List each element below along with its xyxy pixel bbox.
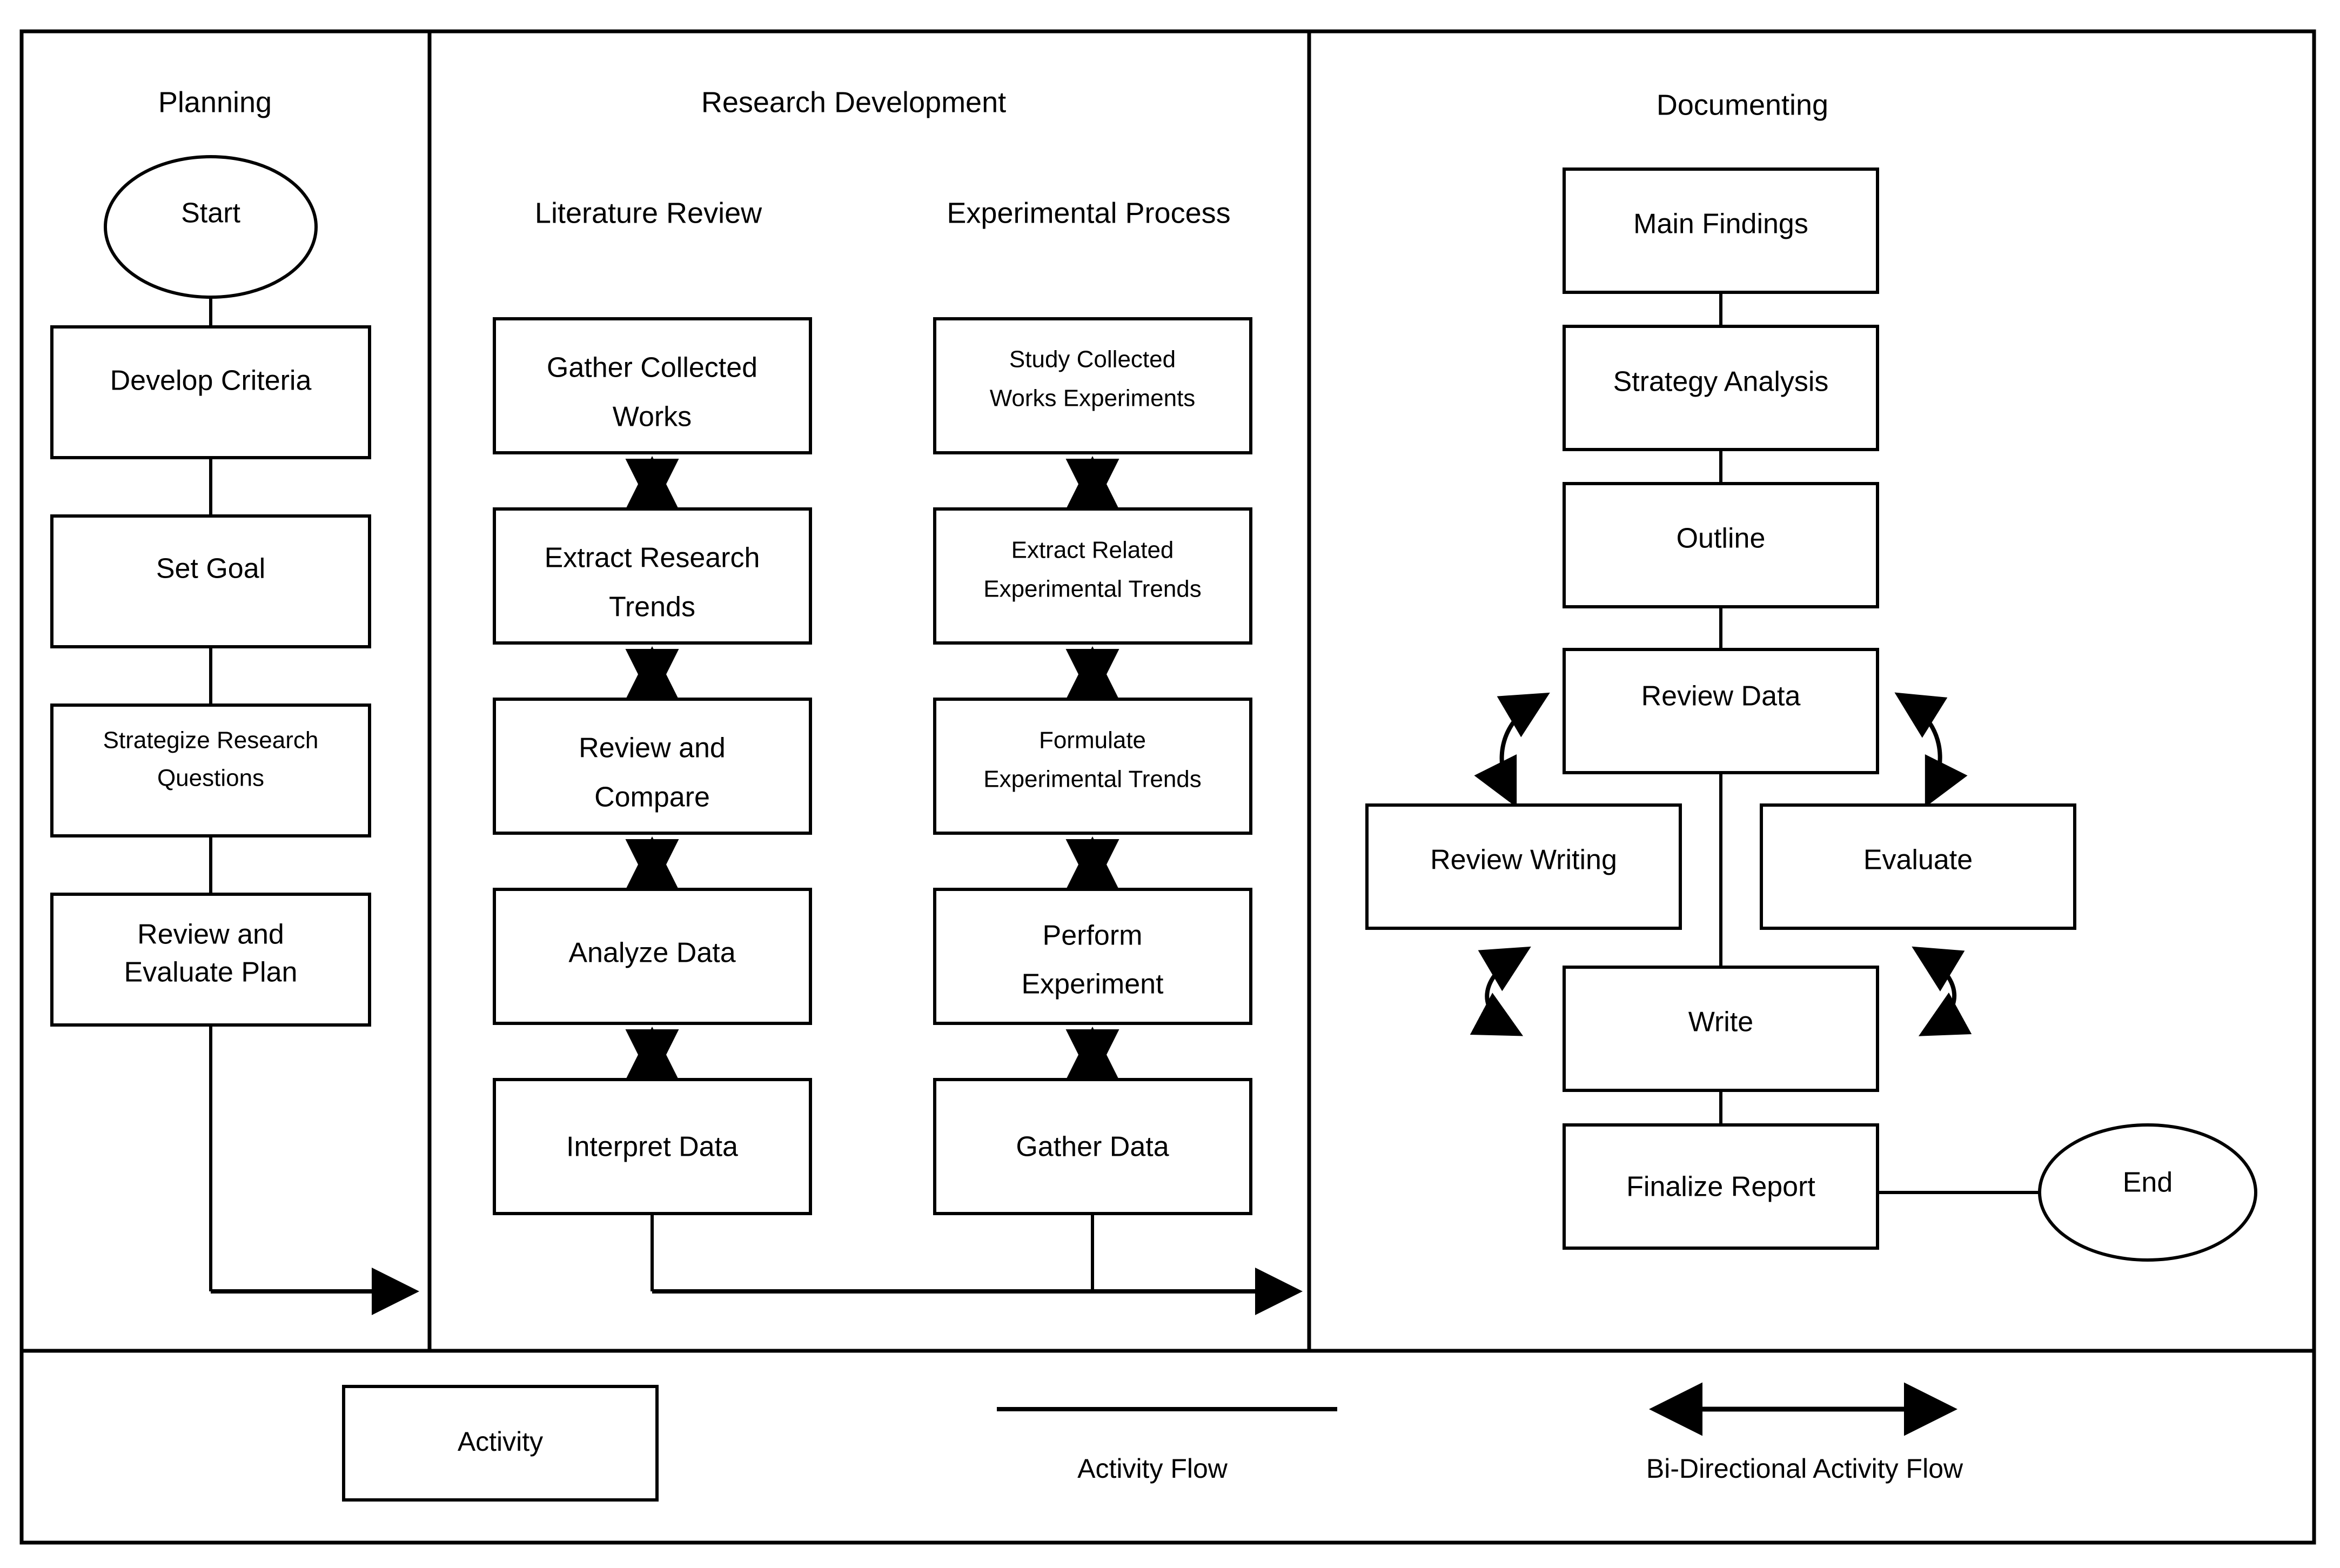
legend-activity-symbol	[342, 1385, 659, 1502]
lane-title-research-development: Research Development	[701, 86, 1006, 118]
node-perform-experiment-label-line1: Perform	[1043, 920, 1143, 951]
node-review-and-compare[interactable]	[493, 698, 812, 835]
node-analyze-data[interactable]	[493, 888, 812, 1025]
node-extract-research-trends-label-line1: Extract Research	[545, 542, 760, 574]
legend-activity-label: Activity	[458, 1426, 543, 1457]
bidir-review-data-review-writing	[1474, 692, 1550, 808]
subcolumn-title-literature-review: Literature Review	[535, 197, 762, 229]
node-gather-collected-works[interactable]	[493, 317, 812, 454]
node-main-findings[interactable]	[1563, 167, 1879, 294]
node-develop-criteria-label: Develop Criteria	[110, 365, 312, 397]
node-perform-experiment-label-line2: Experiment	[1022, 969, 1164, 1000]
node-study-collected-works-experiments[interactable]	[933, 317, 1252, 454]
node-interpret-data[interactable]	[493, 1078, 812, 1215]
node-write[interactable]	[1563, 966, 1879, 1092]
node-extract-related-experimental-trends-label-line2: Experimental Trends	[983, 576, 1202, 602]
node-gather-collected-works-label-line1: Gather Collected	[547, 352, 757, 384]
node-main-findings-label: Main Findings	[1633, 209, 1808, 240]
bidir-review-writing-write	[1470, 946, 1531, 1036]
node-strategy-analysis[interactable]	[1563, 325, 1879, 451]
node-extract-related-experimental-trends-label-line1: Extract Related	[1011, 537, 1174, 564]
node-strategy-analysis-label: Strategy Analysis	[1613, 366, 1829, 398]
node-evaluate-label: Evaluate	[1863, 845, 1973, 876]
legend-bidirectional-flow-label: Bi-Directional Activity Flow	[1646, 1453, 1963, 1484]
node-set-goal-label: Set Goal	[156, 553, 265, 585]
node-review-data-label: Review Data	[1641, 681, 1801, 712]
node-strategize-research-questions-label-line1: Strategize Research	[103, 727, 319, 754]
node-formulate-experimental-trends-label-line1: Formulate	[1039, 727, 1146, 754]
node-review-and-evaluate-plan-label-line2: Evaluate Plan	[124, 957, 298, 988]
node-finalize-report[interactable]	[1563, 1123, 1879, 1250]
node-review-writing-label: Review Writing	[1430, 845, 1617, 876]
node-extract-related-experimental-trends[interactable]	[933, 507, 1252, 645]
node-study-collected-works-experiments-label-line1: Study Collected	[1009, 346, 1176, 373]
node-formulate-experimental-trends[interactable]	[933, 698, 1252, 835]
node-review-and-compare-label-line1: Review and	[579, 733, 726, 764]
node-end[interactable]	[2038, 1123, 2257, 1262]
node-strategize-research-questions-label-line2: Questions	[157, 765, 264, 792]
lane-title-planning: Planning	[158, 86, 272, 118]
node-review-and-compare-label-line2: Compare	[594, 782, 710, 813]
node-gather-collected-works-label-line2: Works	[613, 401, 692, 433]
node-gather-data[interactable]	[933, 1078, 1252, 1215]
node-perform-experiment[interactable]	[933, 888, 1252, 1025]
node-strategize-research-questions[interactable]	[50, 703, 371, 837]
node-write-label: Write	[1688, 1007, 1753, 1038]
node-analyze-data-label: Analyze Data	[568, 937, 735, 969]
node-outline-label: Outline	[1677, 523, 1766, 554]
node-study-collected-works-experiments-label-line2: Works Experiments	[990, 385, 1196, 412]
node-outline[interactable]	[1563, 482, 1879, 608]
bidir-evaluate-write	[1912, 946, 1972, 1036]
legend-activity-flow-label: Activity Flow	[1077, 1453, 1228, 1484]
bidir-review-data-evaluate	[1894, 692, 1968, 808]
node-extract-research-trends-label-line2: Trends	[609, 592, 695, 623]
node-extract-research-trends[interactable]	[493, 507, 812, 645]
node-formulate-experimental-trends-label-line2: Experimental Trends	[983, 766, 1202, 793]
node-evaluate[interactable]	[1760, 803, 2076, 930]
node-finalize-report-label: Finalize Report	[1626, 1171, 1815, 1203]
node-start-label: Start	[181, 198, 240, 229]
node-review-data[interactable]	[1563, 648, 1879, 774]
node-review-and-evaluate-plan[interactable]	[50, 893, 371, 1027]
diagram-outer-frame	[19, 29, 2316, 1545]
node-set-goal[interactable]	[50, 514, 371, 648]
node-review-writing[interactable]	[1365, 803, 1682, 930]
node-review-and-evaluate-plan-label-line1: Review and	[137, 919, 284, 950]
node-interpret-data-label: Interpret Data	[566, 1131, 738, 1163]
subcolumn-title-experimental-process: Experimental Process	[947, 197, 1230, 229]
node-end-label: End	[2123, 1167, 2173, 1198]
lane-title-documenting: Documenting	[1657, 89, 1828, 121]
node-gather-data-label: Gather Data	[1016, 1131, 1169, 1163]
